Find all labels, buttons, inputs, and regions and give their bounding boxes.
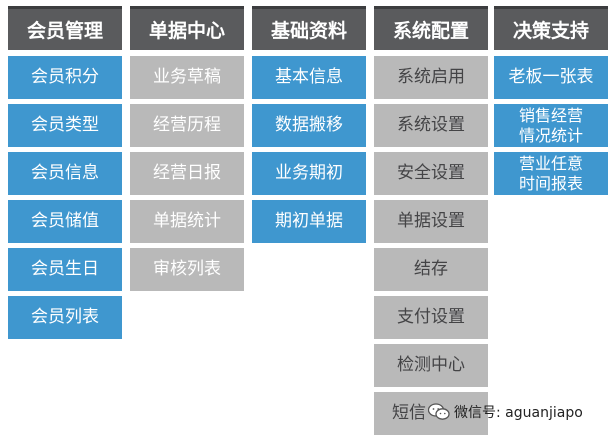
menu-tile-document-settings[interactable]: 单据设置 [374, 200, 488, 243]
column-system-config: 系统配置 系统启用 系统设置 安全设置 单据设置 结存 支付设置 检测中心 短信 [374, 6, 488, 440]
column-member-management: 会员管理 会员积分 会员类型 会员信息 会员储值 会员生日 会员列表 [8, 6, 122, 344]
menu-tile-payment-settings[interactable]: 支付设置 [374, 296, 488, 339]
column-items: 基本信息 数据搬移 业务期初 期初单据 [252, 56, 366, 243]
watermark-text: 微信号: aguanjiapo [454, 405, 583, 421]
wechat-watermark: 微信号: aguanjiapo [428, 402, 583, 422]
menu-tile-boss-sheet[interactable]: 老板一张表 [494, 56, 608, 99]
menu-tile-balance-carryover[interactable]: 结存 [374, 248, 488, 291]
column-header: 基础资料 [252, 6, 366, 50]
menu-tile-member-stored-value[interactable]: 会员储值 [8, 200, 122, 243]
menu-tile-daily-report[interactable]: 经营日报 [130, 152, 244, 195]
menu-tile-system-settings[interactable]: 系统设置 [374, 104, 488, 147]
menu-tile-data-migration[interactable]: 数据搬移 [252, 104, 366, 147]
column-basic-data: 基础资料 基本信息 数据搬移 业务期初 期初单据 [252, 6, 366, 248]
menu-tile-member-list[interactable]: 会员列表 [8, 296, 122, 339]
column-header: 单据中心 [130, 6, 244, 50]
menu-tile-opening-documents[interactable]: 期初单据 [252, 200, 366, 243]
menu-tile-member-birthday[interactable]: 会员生日 [8, 248, 122, 291]
column-decision-support: 决策支持 老板一张表 销售经营 情况统计 营业任意 时间报表 [494, 6, 608, 200]
menu-tile-system-enable[interactable]: 系统启用 [374, 56, 488, 99]
menu-tile-sales-stats[interactable]: 销售经营 情况统计 [494, 104, 608, 147]
menu-tile-audit-list[interactable]: 审核列表 [130, 248, 244, 291]
column-header: 决策支持 [494, 6, 608, 50]
column-document-center: 单据中心 业务草稿 经营历程 经营日报 单据统计 审核列表 [130, 6, 244, 296]
menu-tile-security-settings[interactable]: 安全设置 [374, 152, 488, 195]
column-items: 会员积分 会员类型 会员信息 会员储值 会员生日 会员列表 [8, 56, 122, 339]
column-items: 系统启用 系统设置 安全设置 单据设置 结存 支付设置 检测中心 短信 [374, 56, 488, 435]
column-items: 业务草稿 经营历程 经营日报 单据统计 审核列表 [130, 56, 244, 291]
column-items: 老板一张表 销售经营 情况统计 营业任意 时间报表 [494, 56, 608, 195]
column-header: 会员管理 [8, 6, 122, 50]
menu-tile-business-draft[interactable]: 业务草稿 [130, 56, 244, 99]
menu-tile-document-stats[interactable]: 单据统计 [130, 200, 244, 243]
menu-tile-detection-center[interactable]: 检测中心 [374, 344, 488, 387]
column-header: 系统配置 [374, 6, 488, 50]
menu-tile-member-info[interactable]: 会员信息 [8, 152, 122, 195]
menu-tile-member-type[interactable]: 会员类型 [8, 104, 122, 147]
menu-tile-basic-info[interactable]: 基本信息 [252, 56, 366, 99]
menu-tile-opening-business[interactable]: 业务期初 [252, 152, 366, 195]
menu-tile-anytime-report[interactable]: 营业任意 时间报表 [494, 152, 608, 195]
menu-tile-business-history[interactable]: 经营历程 [130, 104, 244, 147]
wechat-icon [428, 403, 450, 420]
menu-tile-member-points[interactable]: 会员积分 [8, 56, 122, 99]
menu-tile-sms[interactable]: 短信 [374, 392, 488, 435]
